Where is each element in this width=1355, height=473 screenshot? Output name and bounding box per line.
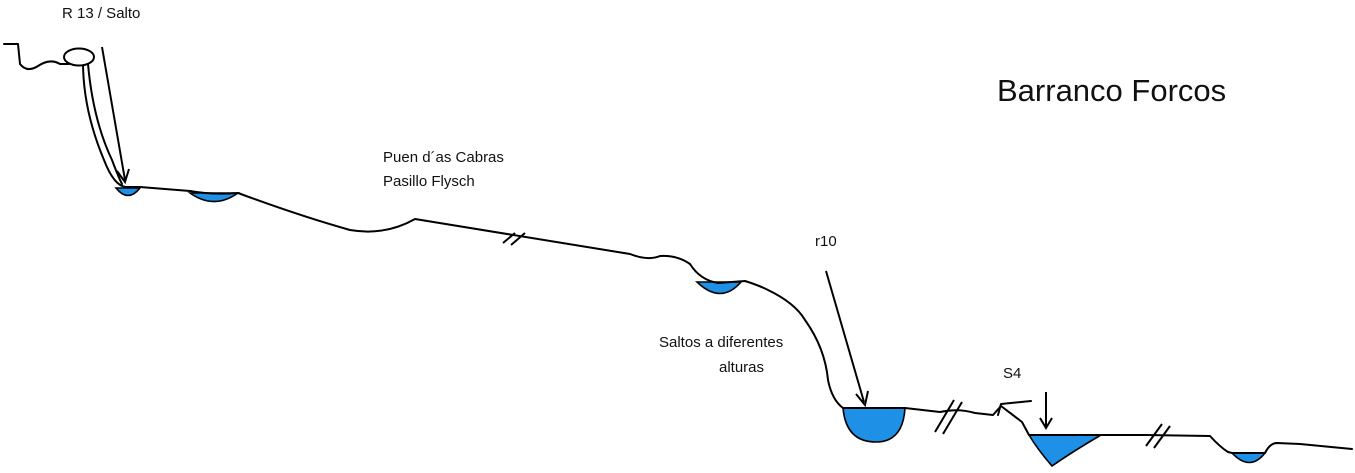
arrow-r10: [825, 270, 869, 408]
s4-drop-ledge: [997, 400, 1032, 416]
label-r10: r10: [815, 233, 837, 250]
break-mark-3: [1145, 423, 1171, 449]
pool-1: [114, 187, 142, 197]
break-mark-1: [502, 232, 526, 246]
label-puen-das-cabras: Puen d´as Cabras: [383, 149, 504, 166]
pool-5: [1027, 434, 1104, 468]
pool-6: [1230, 452, 1267, 464]
label-alturas: alturas: [719, 359, 764, 376]
label-s4: S4: [1003, 365, 1021, 382]
break-mark-2: [934, 399, 963, 435]
label-r13-salto: R 13 / Salto: [62, 5, 140, 22]
pool-4: [842, 407, 906, 443]
sinkhole-ellipse: [63, 47, 95, 67]
label-saltos-diferentes: Saltos a diferentes: [659, 334, 783, 351]
canyon-bed-line: [3, 43, 1353, 454]
arrow-s4: [1039, 392, 1053, 430]
diagram-title: Barranco Forcos: [997, 73, 1226, 108]
arrow-r13: [101, 46, 130, 185]
label-pasillo-flysch: Pasillo Flysch: [383, 173, 475, 190]
drop-wall-line: [87, 63, 123, 185]
